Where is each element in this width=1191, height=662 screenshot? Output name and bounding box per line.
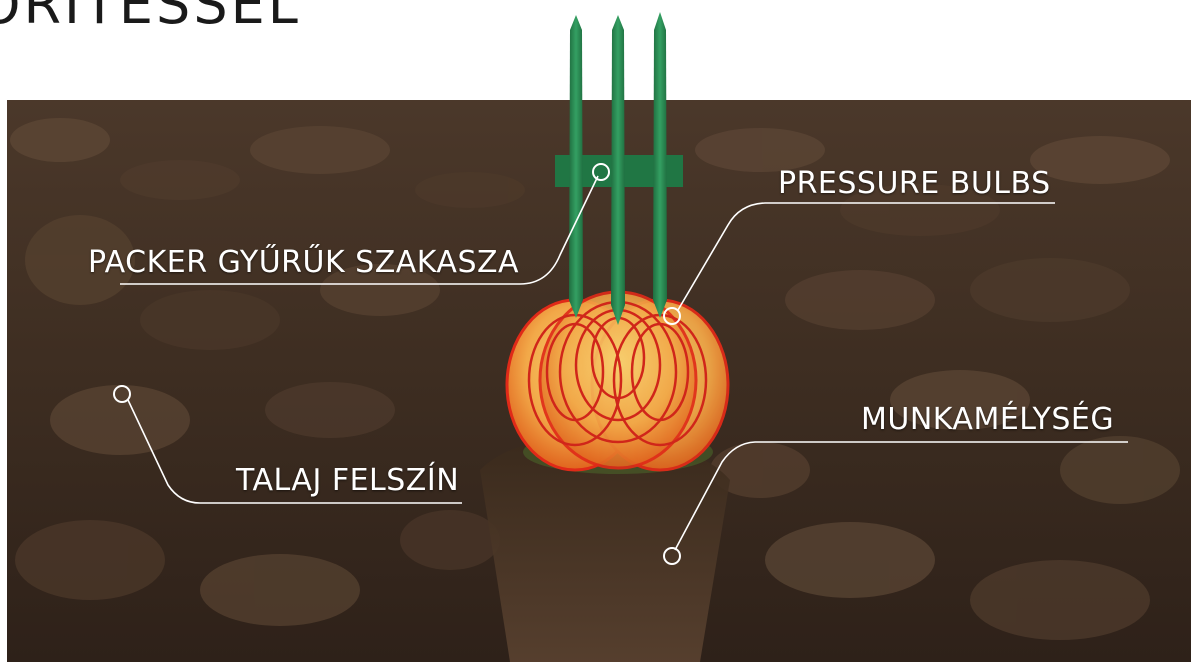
soil-surface-label: TALAJ FELSZÍN [236, 466, 459, 496]
pressure-bulbs-label: PRESSURE BULBS [778, 169, 1051, 199]
packer-rings-label: PACKER GYŰRŰK SZAKASZA [88, 248, 519, 278]
working-depth-label: MUNKAMÉLYSÉG [861, 405, 1114, 435]
